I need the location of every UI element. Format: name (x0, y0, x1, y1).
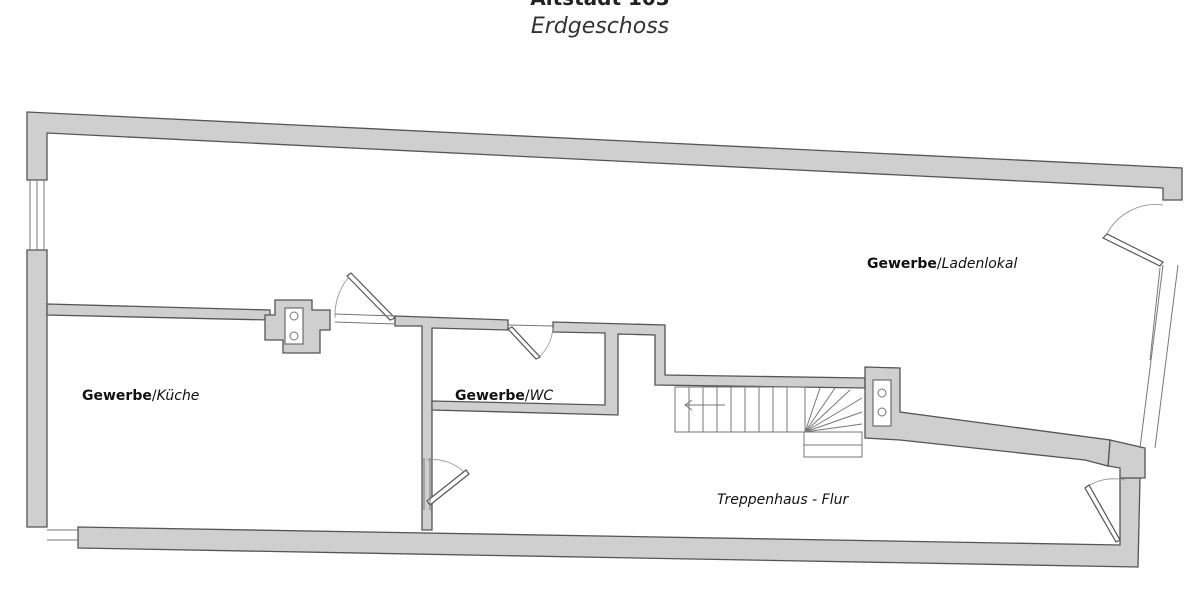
room-label-kueche: Gewerbe/Küche (82, 388, 199, 404)
door-kitchen-hall[interactable] (423, 458, 470, 510)
floor-title: Erdgeschoss (530, 14, 670, 39)
flue (872, 379, 892, 427)
door-front-hall[interactable] (1084, 478, 1126, 543)
wall-hall-top (394, 315, 509, 531)
room-label-treppenhaus: Treppenhaus - Flur (717, 492, 849, 508)
chimney-right (864, 366, 1111, 467)
flue-circle (877, 388, 887, 398)
flue (284, 307, 304, 345)
flue-circle (289, 331, 299, 341)
building-title: Altstadt 103 (0, 0, 1200, 10)
wall-kitchen-top (46, 303, 271, 321)
flue-circle (289, 311, 299, 321)
flue-circle (877, 407, 887, 417)
door-kitchen[interactable] (334, 272, 397, 325)
room-label-ladenlokal: Gewerbe/Ladenlokal (867, 256, 1017, 272)
room-label-wc: Gewerbe/WC (455, 388, 553, 404)
door-wc[interactable] (507, 324, 554, 360)
window-right (1139, 264, 1179, 449)
bottom-wall (77, 477, 1141, 568)
right-wall-block (1107, 439, 1146, 479)
top-wall (26, 111, 1183, 201)
window-left (29, 180, 45, 250)
staircase (674, 386, 863, 458)
stair-direction-arrow (684, 399, 725, 411)
window-left-bottom (47, 529, 78, 541)
wall-wc-top (431, 321, 866, 416)
door-shop[interactable] (1101, 204, 1164, 267)
left-wall (26, 249, 48, 528)
